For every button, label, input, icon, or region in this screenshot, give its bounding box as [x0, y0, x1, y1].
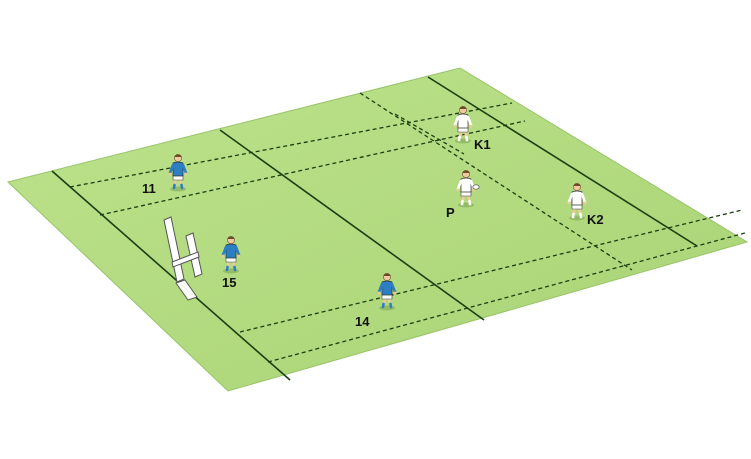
player-label: K1 [474, 137, 491, 152]
touch-dash-top-2 [99, 120, 526, 216]
player-k1: K1 [453, 106, 491, 152]
player-label: K2 [587, 212, 604, 227]
dashed-lines [69, 92, 746, 363]
halfway-line [427, 76, 698, 247]
player-15: 15 [221, 236, 241, 290]
player-label: 15 [222, 275, 236, 290]
line-22 [219, 129, 485, 321]
player-label: P [446, 205, 455, 220]
dash-line-10m [394, 113, 465, 155]
dash-line-5m [359, 92, 633, 271]
player-label: 11 [142, 181, 156, 196]
rugby-goalpost-icon [163, 216, 203, 301]
player-label: 14 [355, 314, 370, 329]
touch-dash-top-1 [69, 102, 513, 188]
try-line [51, 170, 291, 381]
solid-lines [51, 76, 698, 381]
touch-dash-bottom-1 [239, 209, 743, 333]
touch-dash-bottom-2 [267, 232, 746, 363]
pitch [6, 67, 749, 392]
player-14: 14 [355, 273, 397, 329]
player-k2: K2 [567, 183, 604, 227]
player-11: 11 [142, 154, 188, 196]
rugby-ball-icon [472, 184, 480, 190]
players: 11 15 14 K1P K2 [142, 106, 604, 329]
player-p: P [446, 170, 480, 220]
